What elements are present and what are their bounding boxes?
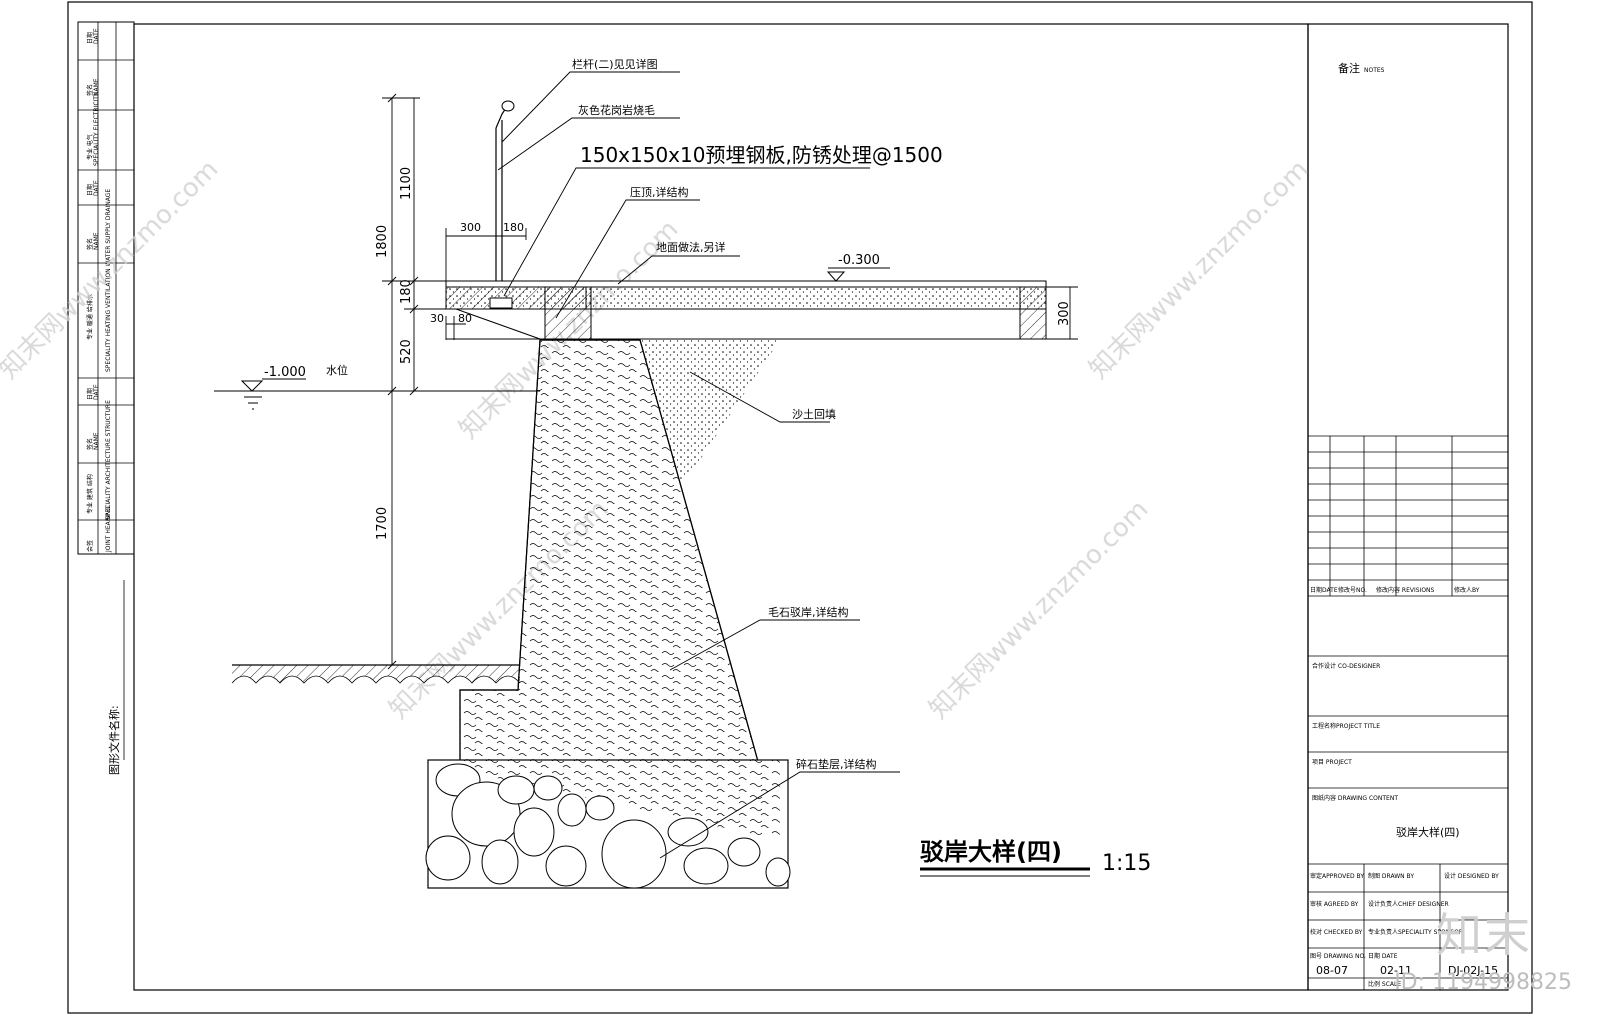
rev-by: 修改人BY bbox=[1454, 586, 1480, 594]
sand-backfill bbox=[640, 340, 780, 480]
rev-date: 日期DATE bbox=[1310, 586, 1338, 594]
title-block-frame bbox=[1307, 23, 1509, 991]
image-id: ID: 1194998825 bbox=[1394, 970, 1572, 995]
strip-row-10: 会签 bbox=[86, 540, 94, 552]
strip-row-5: 签名 bbox=[86, 238, 94, 250]
designed-label: 设计 DESIGNED BY bbox=[1444, 872, 1499, 880]
strip-row-2: 签名 bbox=[86, 84, 94, 96]
scale-label: 比例 SCALE bbox=[1368, 980, 1401, 988]
left-signoff-strip: 日期 DATE 签名 NAME 专业 电气 SPECIALITY ELECTRI… bbox=[77, 21, 135, 775]
ground-line bbox=[231, 664, 521, 684]
speciality-label: 专业负责人SPECIALITY SPONSOR bbox=[1368, 928, 1463, 936]
dim-1700: 1700 bbox=[375, 507, 390, 540]
strip-row-4-en: DATE bbox=[93, 180, 100, 196]
notes-label: 备注 bbox=[1338, 61, 1360, 75]
brand-watermark: 知末 bbox=[1436, 908, 1532, 962]
top-elevation: -0.300 bbox=[838, 253, 880, 268]
label-sand: 沙土回填 bbox=[792, 407, 836, 421]
watermark-text-5: 知末网www.znzmo.com bbox=[1084, 154, 1315, 385]
vertical-dimensions bbox=[382, 93, 1078, 670]
drawing-no-label: 图号 DRAWING NO. bbox=[1310, 953, 1366, 960]
strip-row-7-en: DATE bbox=[93, 384, 100, 400]
approved-label: 审定APPROVED BY bbox=[1310, 872, 1364, 880]
drawing-title: 驳岸大样(四) bbox=[920, 838, 1062, 866]
dim-1800: 1800 bbox=[375, 225, 390, 258]
strip-row-8-en: NAME bbox=[93, 432, 100, 450]
strip-row-3-en: SPECIALITY ELECTRICITY bbox=[93, 92, 100, 166]
dim-300-right: 300 bbox=[1057, 301, 1072, 326]
drawn-label: 制图 DRAWN BY bbox=[1368, 872, 1414, 880]
railing-post bbox=[495, 100, 515, 281]
number-value: DJ-02J-15 bbox=[1448, 964, 1498, 977]
strip-row-5-en: NAME bbox=[93, 232, 100, 250]
dim-180: 180 bbox=[399, 279, 414, 304]
water-elevation: -1.000 bbox=[264, 365, 306, 380]
project-label: 项目 PROJECT bbox=[1312, 759, 1352, 766]
top-elevation-marker bbox=[826, 271, 846, 282]
dim-1100: 1100 bbox=[399, 167, 414, 200]
chief-label: 设计负责人CHIEF DESIGNER bbox=[1368, 900, 1449, 908]
dim-80: 80 bbox=[458, 312, 472, 325]
strip-row-1: 日期 bbox=[86, 32, 94, 44]
drawing-content-value: 驳岸大样(四) bbox=[1396, 825, 1460, 839]
checked-label: 校对 CHECKED BY bbox=[1310, 928, 1363, 936]
codesign-label: 合作设计 CO-DESIGNER bbox=[1312, 662, 1380, 670]
label-stone: 灰色花岗岩烧毛 bbox=[578, 103, 655, 117]
label-plate: 150x150x10预埋钢板,防锈处理@1500 bbox=[580, 143, 943, 167]
dim-30: 30 bbox=[430, 312, 444, 325]
drawing-no-value: 08-07 bbox=[1316, 964, 1348, 977]
dim-300: 300 bbox=[460, 221, 481, 234]
label-coping: 压顶,详结构 bbox=[630, 185, 689, 199]
watermark-text-1: 知末网www.znzmo.com bbox=[0, 154, 224, 385]
leader-lines bbox=[497, 71, 900, 859]
project-title-label: 工程名称PROJECT TITLE bbox=[1312, 722, 1380, 730]
strip-row-9: 专业 建筑 结构 bbox=[86, 474, 94, 514]
strip-row-1-en: DATE bbox=[93, 28, 100, 44]
notes-label-en: NOTES bbox=[1364, 67, 1385, 74]
outer-border bbox=[67, 1, 1533, 1014]
label-paving: 地面做法,另详 bbox=[656, 240, 726, 254]
drawing-scale: 1:15 bbox=[1102, 851, 1151, 876]
deck-slab bbox=[445, 280, 1047, 340]
strip-row-8: 签名 bbox=[86, 438, 94, 450]
rev-no: 修改号NO. bbox=[1338, 586, 1367, 594]
dim-520: 520 bbox=[399, 339, 414, 364]
agreed-label: 审核 AGREED BY bbox=[1310, 900, 1359, 908]
dim-180-h: 180 bbox=[503, 221, 524, 234]
date-value: 02-11 bbox=[1380, 964, 1412, 977]
rev-content: 修改内容 REVISIONS bbox=[1376, 586, 1435, 594]
strip-row-9-en: SPECIALITY ARCHITECTURE STRUCTURE bbox=[105, 400, 112, 520]
date-label: 日期 DATE bbox=[1368, 952, 1398, 960]
filename-label: 图形文件名称: bbox=[107, 705, 121, 775]
drawing-content-label: 图纸内容 DRAWING CONTENT bbox=[1312, 794, 1398, 802]
strip-row-2-en: NAME bbox=[93, 78, 100, 96]
strip-row-3: 专业 电气 bbox=[86, 134, 94, 160]
water-level bbox=[214, 378, 540, 410]
watermark-text-4: 知末网www.znzmo.com bbox=[924, 494, 1155, 725]
title-block: 备注 NOTES bbox=[1308, 61, 1508, 990]
horizontal-dimensions bbox=[445, 228, 527, 340]
strip-row-7: 日期 bbox=[86, 388, 94, 400]
gravel-stones bbox=[425, 763, 791, 889]
label-rubble: 毛石驳岸,详结构 bbox=[768, 605, 849, 619]
strip-row-4: 日期 bbox=[86, 184, 94, 196]
strip-row-10-en: JOINT HEARING bbox=[105, 506, 112, 553]
label-railing: 栏杆(二)见见详图 bbox=[572, 57, 658, 71]
water-label: 水位 bbox=[326, 363, 348, 377]
label-gravel: 碎石垫层,详结构 bbox=[796, 757, 877, 771]
strip-row-6: 专业 暖通 给排水 bbox=[86, 294, 94, 340]
strip-row-6-en: SPECIALITY HEATING VENTILATION WATER SUP… bbox=[105, 189, 112, 372]
